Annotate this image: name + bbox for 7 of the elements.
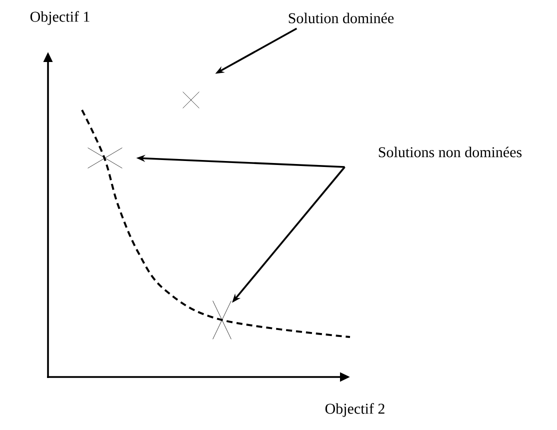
- solution-marker: [88, 148, 122, 168]
- axis-label: Objectif 2: [325, 403, 384, 417]
- solution-marker: [212, 300, 232, 340]
- axis-label: Objectif 1: [30, 11, 90, 25]
- solution-marker: [182, 92, 200, 108]
- callout-text: Solution dominée: [288, 12, 394, 24]
- callout-text: Solutions non dominées: [378, 146, 522, 158]
